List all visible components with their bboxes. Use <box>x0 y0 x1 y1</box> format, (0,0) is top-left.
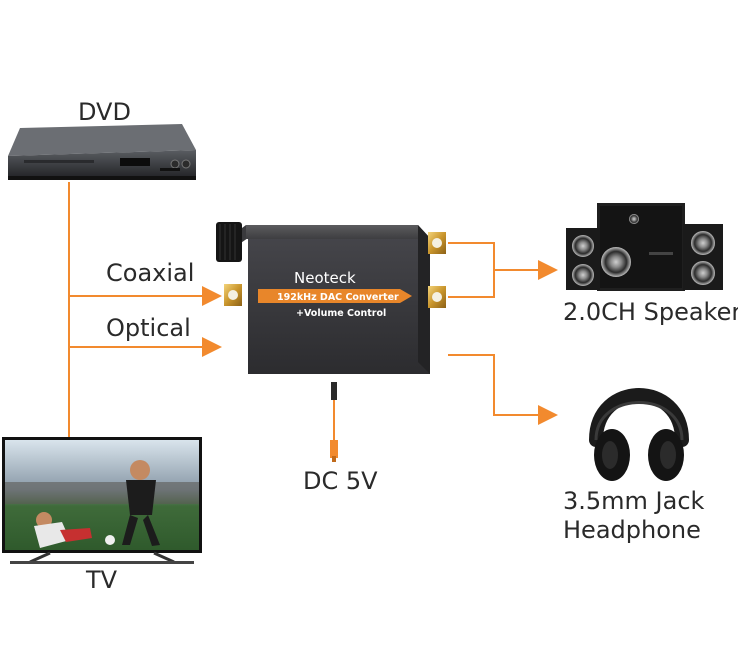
speaker-label: 2.0CH Speaker <box>563 298 738 326</box>
dvd-player-icon <box>8 124 196 180</box>
device-subtitle: +Volume Control <box>296 308 386 319</box>
speaker-icon <box>566 203 723 291</box>
dac-converter-icon <box>216 222 446 374</box>
dvd-label: DVD <box>78 98 131 126</box>
headphone-arrow <box>538 405 558 425</box>
headphone-icon <box>589 388 689 481</box>
optical-arrow <box>202 337 222 357</box>
headphone-branch-line <box>448 354 540 416</box>
device-brand: Neoteck <box>294 269 356 287</box>
tv-icon <box>2 437 202 564</box>
tv-label: TV <box>86 566 118 594</box>
coaxial-arrow <box>202 286 222 306</box>
usb-cable-icon <box>330 382 338 462</box>
dc-label: DC 5V <box>303 467 378 495</box>
connection-lines <box>68 182 540 440</box>
speaker-arrow <box>538 260 558 280</box>
device-title: 192kHz DAC Converter <box>277 292 399 303</box>
coaxial-label: Coaxial <box>106 259 195 287</box>
headphone-label-line1: 3.5mm Jack <box>563 487 705 515</box>
arrow-heads <box>202 260 558 425</box>
speaker-branch-line <box>448 242 540 298</box>
optical-label: Optical <box>106 314 191 342</box>
headphone-label-line2: Headphone <box>563 516 701 544</box>
